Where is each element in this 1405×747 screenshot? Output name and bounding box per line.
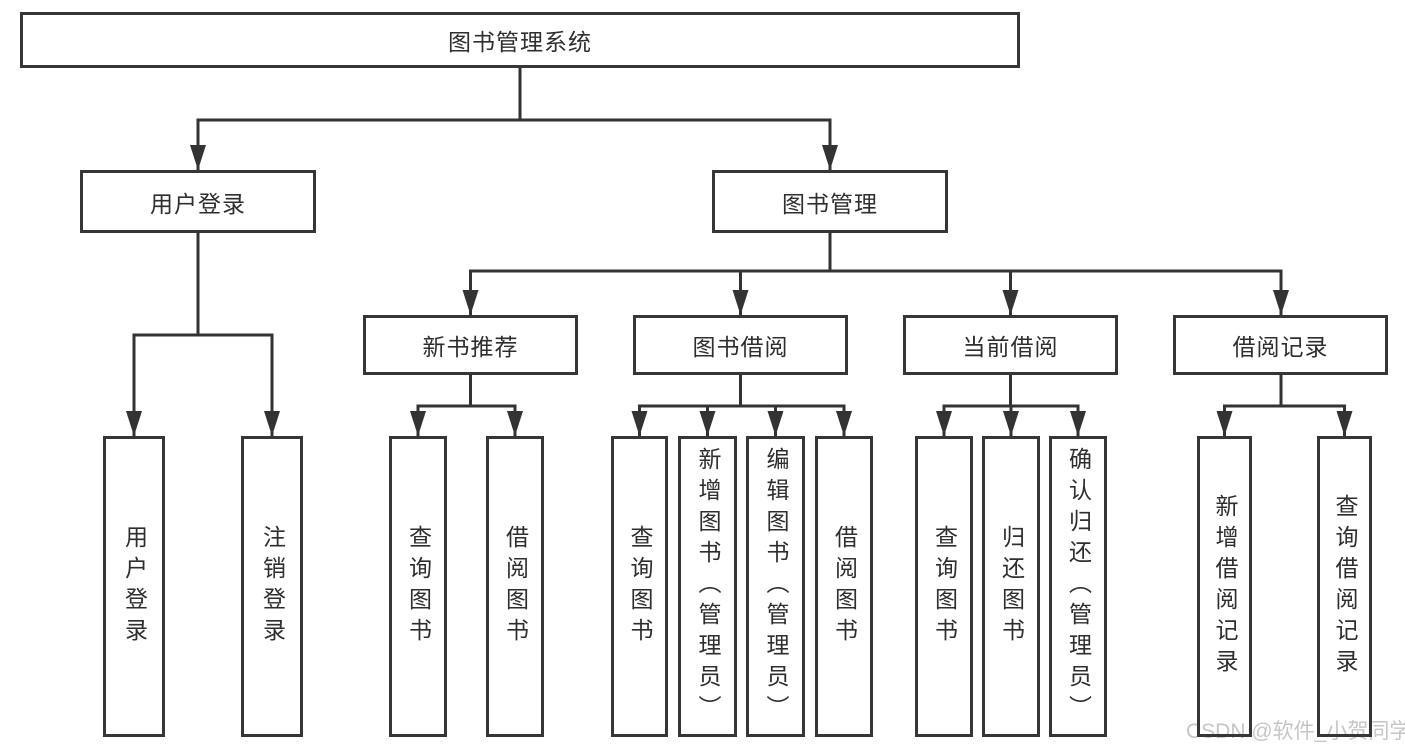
node-label: 当前借阅	[962, 334, 1059, 360]
node-current-borrowing: 当前借阅	[903, 315, 1118, 375]
node-label: 归还图书	[998, 524, 1025, 649]
node-label: 用户登录	[150, 190, 246, 217]
leaf-cb-return-books: 归还图书	[982, 436, 1040, 737]
node-book-management: 图书管理	[712, 170, 948, 233]
node-label: 图书借阅	[692, 334, 789, 360]
node-label: 查询图书	[931, 524, 958, 649]
node-label: 借阅图书	[502, 524, 529, 649]
node-library-management-system: 图书管理系统	[20, 12, 1020, 68]
node-label: 新书推荐	[422, 334, 519, 360]
node-label: 注销登录	[259, 524, 286, 649]
edge-user-login-children	[126, 233, 280, 436]
node-label: 确认归还（管理员）	[1065, 447, 1092, 726]
node-label: 借阅记录	[1232, 334, 1329, 360]
edge-book-mgmt-children	[462, 233, 1289, 315]
leaf-nbr-borrow-books: 借阅图书	[486, 436, 544, 737]
leaf-bb-add-books-admin: 新增图书（管理员）	[678, 436, 737, 737]
leaf-bb-edit-books-admin: 编辑图书（管理员）	[746, 436, 805, 737]
node-label: 图书管理	[782, 190, 878, 217]
node-label: 查询图书	[405, 524, 432, 649]
node-new-book-recommendation: 新书推荐	[363, 315, 578, 375]
node-label: 新增图书（管理员）	[695, 447, 721, 726]
leaf-cb-query-books: 查询图书	[915, 436, 973, 737]
node-borrowing-records: 借阅记录	[1173, 315, 1388, 375]
node-user-login: 用户登录	[80, 170, 316, 233]
node-label: 查询图书	[627, 524, 653, 649]
edge-root-to-level2	[190, 68, 838, 170]
node-label: 查询借阅记录	[1332, 493, 1358, 680]
node-label: 用户登录	[121, 524, 148, 649]
edge-borrow-records-children	[1216, 375, 1353, 436]
node-label: 借阅图书	[831, 524, 858, 649]
edge-book-borrow-children	[631, 375, 852, 436]
node-label: 图书管理系统	[448, 29, 592, 55]
node-label: 新增借阅记录	[1212, 493, 1238, 680]
leaf-nbr-query-books: 查询图书	[389, 436, 447, 737]
leaf-br-add-record: 新增借阅记录	[1197, 436, 1252, 737]
leaf-bb-borrow-books: 借阅图书	[815, 436, 873, 737]
watermark: CSDN @软件_小贺同学	[1186, 720, 1405, 743]
node-label: 编辑图书（管理员）	[763, 447, 789, 726]
leaf-cb-confirm-return-admin: 确认归还（管理员）	[1049, 436, 1107, 737]
edge-new-book-rec-children	[410, 375, 523, 436]
leaf-logout: 注销登录	[241, 436, 303, 737]
leaf-bb-query-books: 查询图书	[611, 436, 668, 737]
edge-current-borrow-children	[936, 375, 1086, 436]
node-book-borrowing: 图书借阅	[633, 315, 848, 375]
leaf-br-query-record: 查询借阅记录	[1317, 436, 1372, 737]
leaf-user-login: 用户登录	[103, 436, 165, 737]
